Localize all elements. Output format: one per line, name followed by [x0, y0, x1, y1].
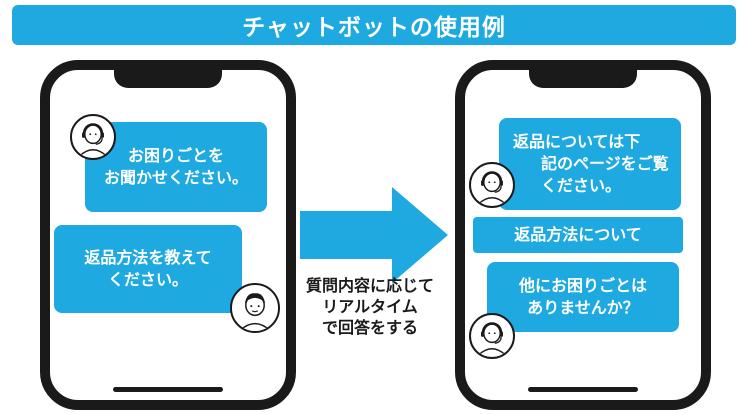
operator-avatar-icon — [469, 162, 515, 208]
caption-line: リアルタイム — [322, 297, 418, 316]
bot-followup-bubble: 他にお困りごとは ありませんか？ — [487, 262, 679, 332]
caption-line: で回答をする — [321, 318, 418, 337]
arrow-caption: 質問内容に応じて リアルタイム で回答をする — [290, 275, 450, 338]
link-button-label: 返品方法について — [514, 225, 642, 244]
bot-reply-line: 返品については下 — [513, 132, 641, 151]
right-arrow-icon — [300, 187, 448, 283]
bot-followup-line: ありませんか？ — [527, 298, 639, 317]
bot-followup-line: 他にお困りごとは — [518, 276, 647, 295]
return-method-link-button[interactable]: 返品方法について — [473, 217, 683, 253]
caption-line: 質問内容に応じて — [305, 276, 434, 295]
bot-message-bubble: お困りごとを お聞かせください。 — [85, 122, 267, 212]
phone-notch — [114, 68, 222, 88]
left-phone: お困りごとを お聞かせください。 返品方法を教えて ください。 — [40, 60, 296, 410]
bot-reply-line: ください。 — [541, 176, 622, 195]
user-message-bubble: 返品方法を教えて ください。 — [54, 225, 242, 313]
home-indicator — [528, 387, 638, 392]
page-title: チャットボットの使用例 — [242, 15, 506, 41]
bot-reply-bubble: 返品については下 記のページをご覧 ください。 — [499, 118, 681, 210]
right-phone: 返品については下 記のページをご覧 ください。 返品方法について 他にお困りごと… — [455, 60, 711, 410]
bot-message-line: お聞かせください。 — [103, 168, 248, 187]
user-avatar-icon — [230, 283, 280, 333]
bot-reply-line: 記のページをご覧 — [541, 154, 669, 173]
home-indicator — [113, 387, 223, 392]
operator-avatar-icon — [70, 114, 116, 160]
bot-message-line: お困りごとを — [127, 146, 224, 165]
user-message-line: ください。 — [107, 270, 188, 289]
title-banner: チャットボットの使用例 — [12, 5, 736, 45]
phone-notch — [529, 68, 637, 88]
operator-avatar-icon — [469, 313, 515, 359]
user-message-line: 返品方法を教えて — [84, 248, 212, 267]
